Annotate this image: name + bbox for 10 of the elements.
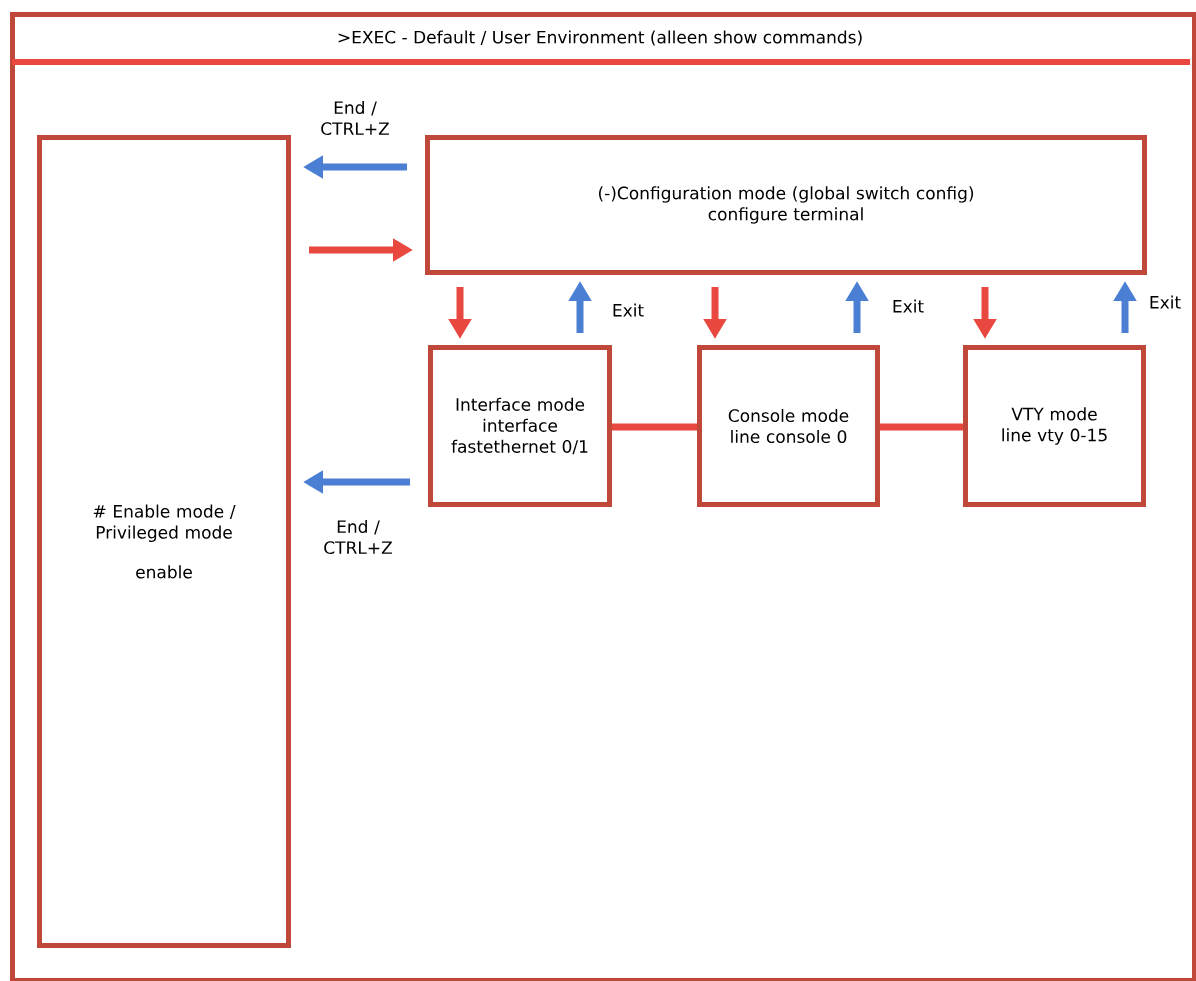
edge-label: End / CTRL+Z (321, 100, 389, 136)
mode-box: (-)Configuration mode (global switch config) configure terminal (425, 135, 1147, 275)
edge-label: Exit (613, 303, 644, 317)
mode-box: Interface mode interface fastethernet 0/1 (428, 345, 612, 507)
mode-box: VTY mode line vty 0-15 (963, 345, 1146, 507)
mode-box: Console mode line console 0 (697, 345, 880, 507)
mode-box: # Enable mode / Privileged mode enable (37, 135, 291, 948)
edge-label: Exit (893, 299, 924, 313)
edge-label: End / CTRL+Z (324, 519, 392, 555)
edge-label: Exit (1150, 295, 1181, 309)
